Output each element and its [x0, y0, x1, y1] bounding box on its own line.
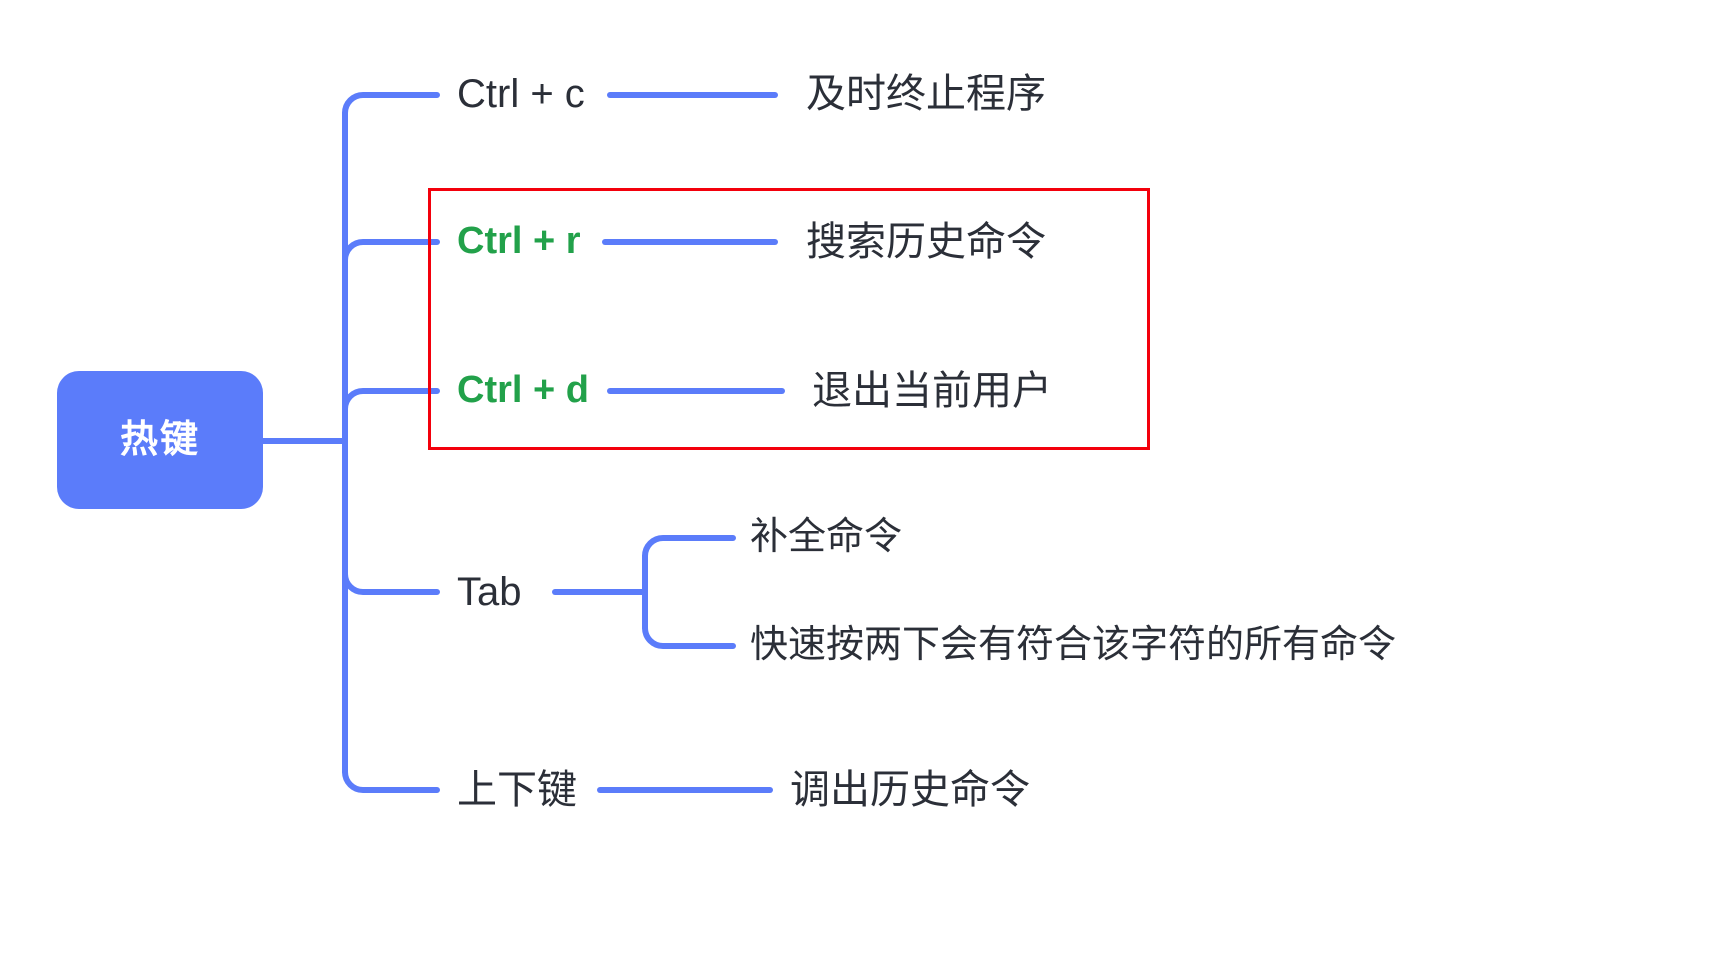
- root-node-label: 热键: [119, 419, 200, 461]
- tab-child-line-2: [642, 625, 736, 649]
- tab-child-line-1: [642, 535, 736, 559]
- branch-key-ctrl-c[interactable]: Ctrl + c: [457, 72, 585, 116]
- branch-line-1: [342, 92, 440, 116]
- branch-line-2: [342, 239, 440, 263]
- root-node[interactable]: 热键: [57, 371, 263, 509]
- tab-child-label-2[interactable]: 快速按两下会有符合该字符的所有命令: [750, 624, 1397, 666]
- branch-line-3: [342, 388, 440, 412]
- branch-key-updown[interactable]: 上下键: [457, 768, 577, 812]
- branch-key-tab[interactable]: Tab: [457, 570, 522, 614]
- branch-desc-ctrl-c[interactable]: 及时终止程序: [806, 72, 1046, 116]
- branch-key-ctrl-r[interactable]: Ctrl + r: [457, 220, 581, 262]
- branch-desc-ctrl-d[interactable]: 退出当前用户: [812, 369, 1052, 413]
- branch-line-4: [342, 571, 440, 595]
- branch-line-5: [342, 769, 440, 793]
- tab-child-label-1[interactable]: 补全命令: [750, 516, 903, 558]
- branch-desc-ctrl-r[interactable]: 搜索历史命令: [806, 220, 1046, 264]
- branch-desc-updown[interactable]: 调出历史命令: [790, 768, 1030, 812]
- branch-key-ctrl-d[interactable]: Ctrl + d: [457, 369, 589, 411]
